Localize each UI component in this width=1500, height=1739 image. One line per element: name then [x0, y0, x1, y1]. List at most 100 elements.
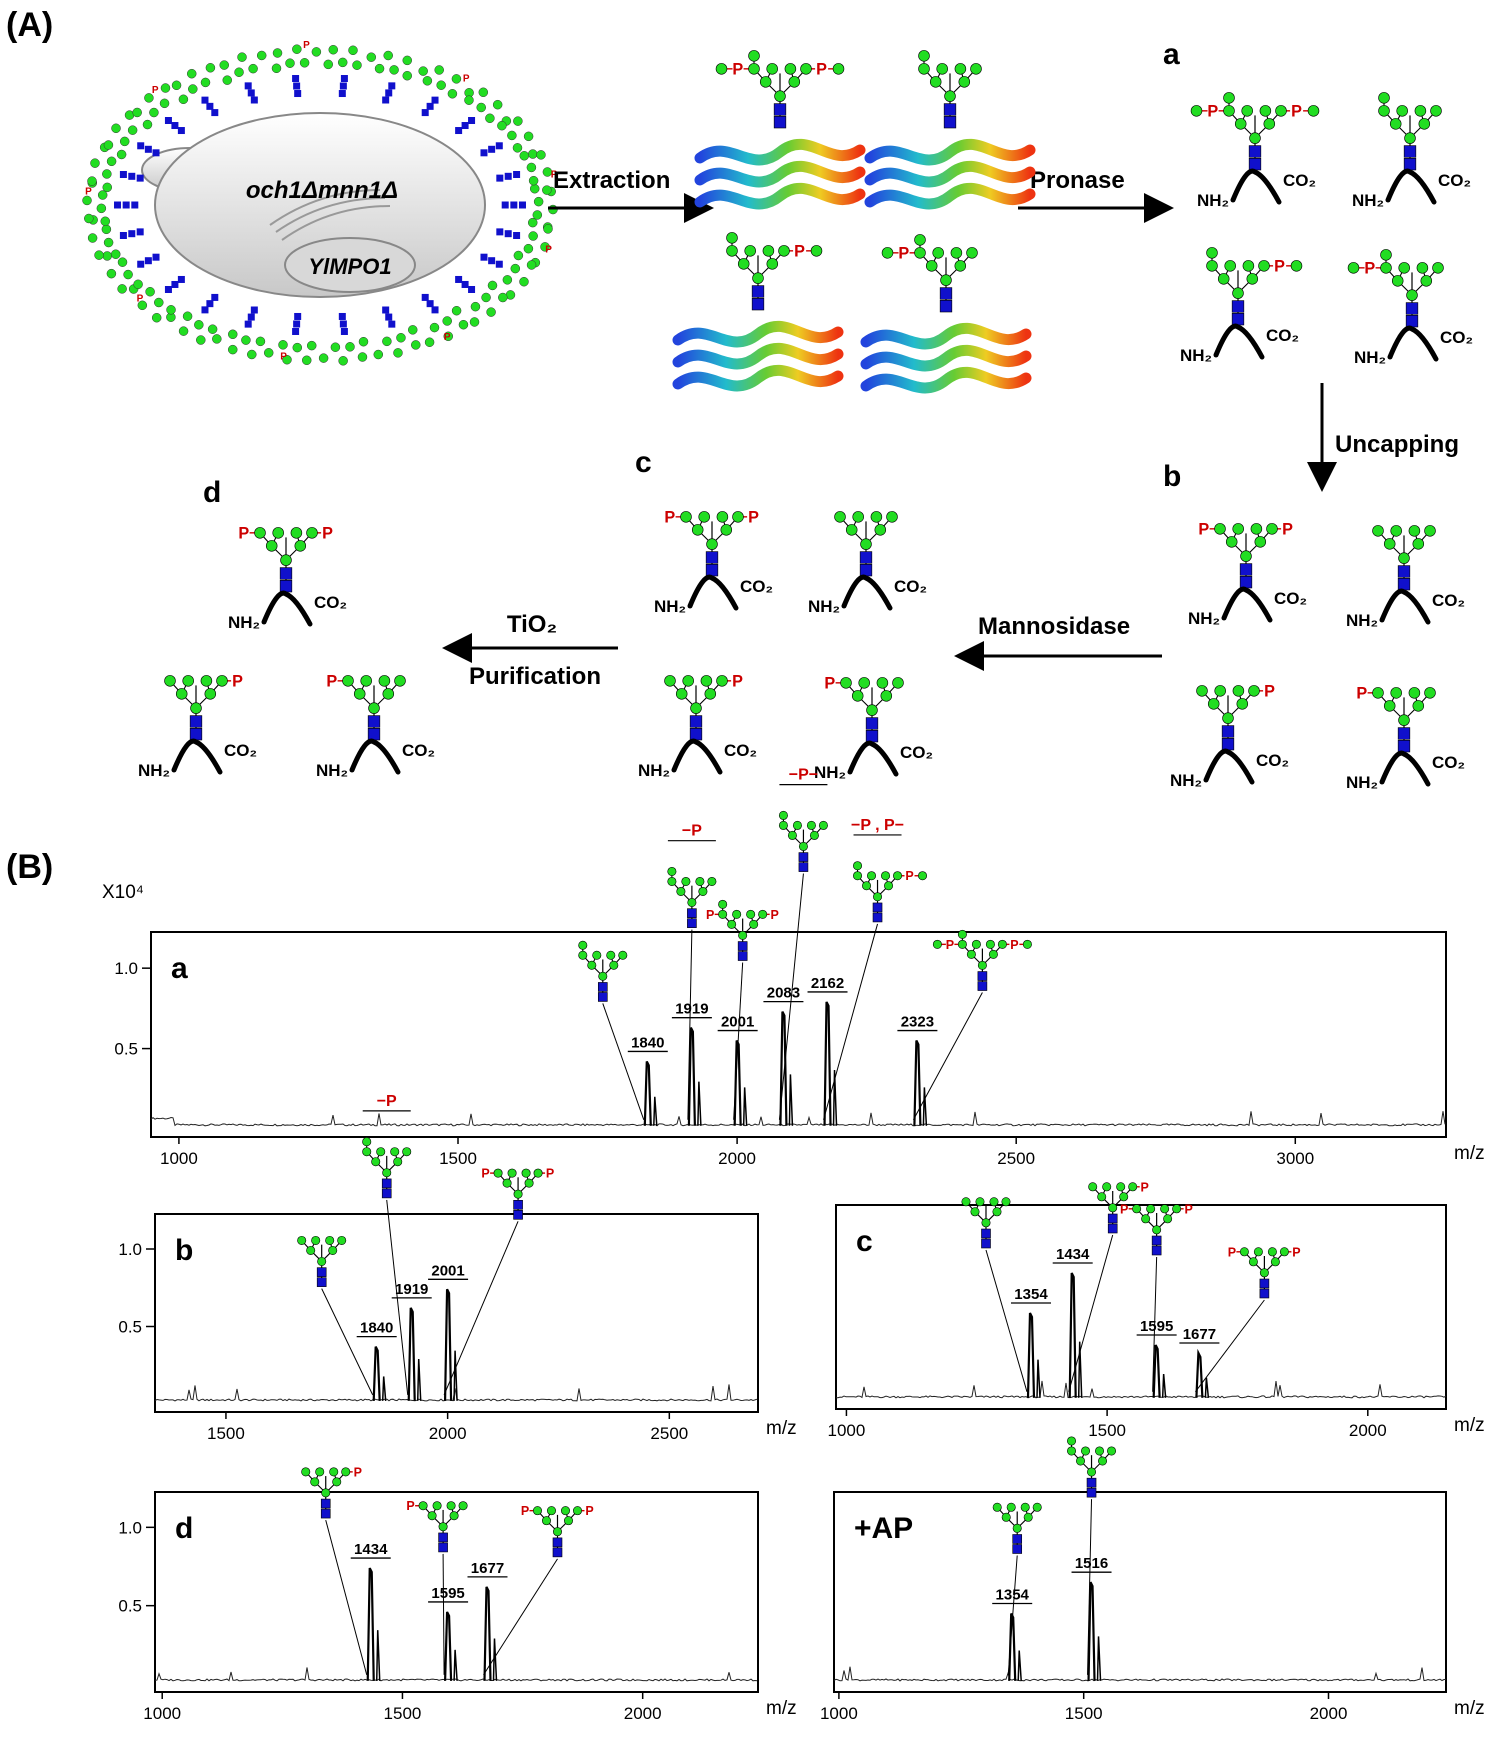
- mannose-circle: [1275, 105, 1287, 117]
- mannose-circle: [1383, 700, 1396, 712]
- mannose-circle: [96, 203, 107, 214]
- mannose-circle: [418, 1501, 428, 1511]
- x-tick-label: 1000: [160, 1149, 198, 1168]
- panel-b-label: (B): [6, 848, 53, 886]
- mannose-circle: [485, 113, 495, 124]
- x-tick-label: 1000: [820, 1704, 858, 1723]
- mannose-circle: [578, 950, 588, 960]
- glycan-structure: P: [1356, 685, 1436, 753]
- isotope-peak: [697, 1081, 702, 1126]
- glcnac-square: [338, 90, 346, 98]
- mannose-circle: [1412, 700, 1425, 712]
- mannose-circle: [84, 213, 94, 224]
- spectrum-peak: [1087, 1581, 1096, 1681]
- mannose-circle: [800, 63, 812, 75]
- mannose-circle: [342, 675, 354, 687]
- mannose-circle: [487, 280, 498, 291]
- mannose-circle: [792, 820, 802, 830]
- mannose-circle: [188, 84, 198, 94]
- sublabel-c: c: [635, 446, 652, 479]
- mannose-circle: [436, 80, 446, 90]
- glcnac-square: [128, 172, 136, 180]
- purification-label: Purification: [469, 663, 601, 690]
- mannose-circle: [526, 260, 537, 270]
- mannose-circle: [682, 675, 694, 687]
- y-tick-label: 0.5: [118, 1597, 142, 1616]
- glcnac-square: [501, 201, 509, 209]
- glcnac-square: [461, 280, 469, 288]
- mannose-circle: [1006, 1502, 1016, 1512]
- x-tick-label: 1000: [828, 1421, 866, 1440]
- x-tick-label: 1500: [1065, 1704, 1103, 1723]
- mannose-circle: [1067, 1446, 1077, 1456]
- mannose-circle: [159, 98, 170, 109]
- spectrum-trace: [150, 1111, 1446, 1127]
- glcnac-square: [128, 230, 136, 238]
- mannose-circle: [458, 319, 469, 330]
- mannose-circle: [720, 524, 733, 536]
- mannose-circle: [519, 276, 529, 287]
- spectrum-peak: [1195, 1348, 1204, 1398]
- glcnac-square: [144, 145, 152, 153]
- mannose-circle: [311, 47, 322, 57]
- surface-glycan: P: [132, 83, 185, 135]
- y-tick-label: 1.0: [118, 1518, 142, 1537]
- mannose-circle: [1012, 1523, 1022, 1533]
- scale-label: X10⁴: [102, 882, 144, 903]
- mannose-circle: [510, 263, 521, 274]
- mannose-circle: [748, 50, 760, 62]
- mannose-circle: [1239, 1247, 1249, 1257]
- mannose-circle: [476, 102, 486, 113]
- glcnac-square: [320, 1498, 331, 1509]
- glcnac-square: [189, 727, 203, 741]
- mannose-circle: [142, 119, 153, 130]
- nh2-label: NH₂: [638, 761, 670, 780]
- mannose-circle: [1398, 262, 1410, 274]
- mannose-circle: [1430, 105, 1442, 117]
- glcnac-square: [340, 327, 348, 335]
- glcnac-square: [480, 149, 488, 157]
- mannose-circle: [541, 1516, 551, 1526]
- co2-label: CO₂: [724, 741, 757, 760]
- protein-ribbon: [672, 320, 844, 348]
- mannose-circle: [396, 332, 406, 343]
- x-tick-label: 1500: [439, 1149, 477, 1168]
- peak-label: 1595: [1140, 1318, 1173, 1335]
- glcnac-square: [438, 1532, 448, 1543]
- spectrum-peak: [372, 1346, 381, 1401]
- mannose-circle: [1032, 1502, 1042, 1512]
- mannose-circle: [687, 897, 697, 907]
- glycan-structure: P: [301, 1465, 362, 1519]
- mannose-circle: [881, 871, 891, 881]
- glcnac-square: [468, 117, 476, 125]
- mannose-circle: [1420, 275, 1433, 287]
- annotation-leader: [687, 929, 693, 1120]
- mannose-circle: [718, 909, 728, 919]
- glycan-structure: [918, 50, 982, 129]
- glcnac-square: [461, 122, 469, 130]
- mannose-circle: [117, 284, 127, 294]
- mannose-circle: [884, 881, 894, 891]
- glcnac-square: [189, 715, 203, 728]
- spectrum-peak: [823, 1001, 832, 1126]
- glcnac-square: [977, 981, 988, 991]
- mannose-circle: [528, 149, 538, 159]
- mannose-circle: [1406, 289, 1418, 301]
- cell-strain-label: och1Δmnn1Δ: [246, 177, 398, 204]
- mannose-circle: [950, 247, 963, 259]
- mannose-circle: [103, 237, 114, 248]
- y-tick-label: 0.5: [118, 1318, 142, 1337]
- mannose-circle: [880, 690, 893, 702]
- glcnac-square: [977, 971, 988, 981]
- isotope-peak: [375, 1630, 381, 1681]
- mannose-circle: [301, 1467, 311, 1477]
- glcnac-square: [171, 280, 179, 288]
- mannose-circle: [186, 68, 197, 79]
